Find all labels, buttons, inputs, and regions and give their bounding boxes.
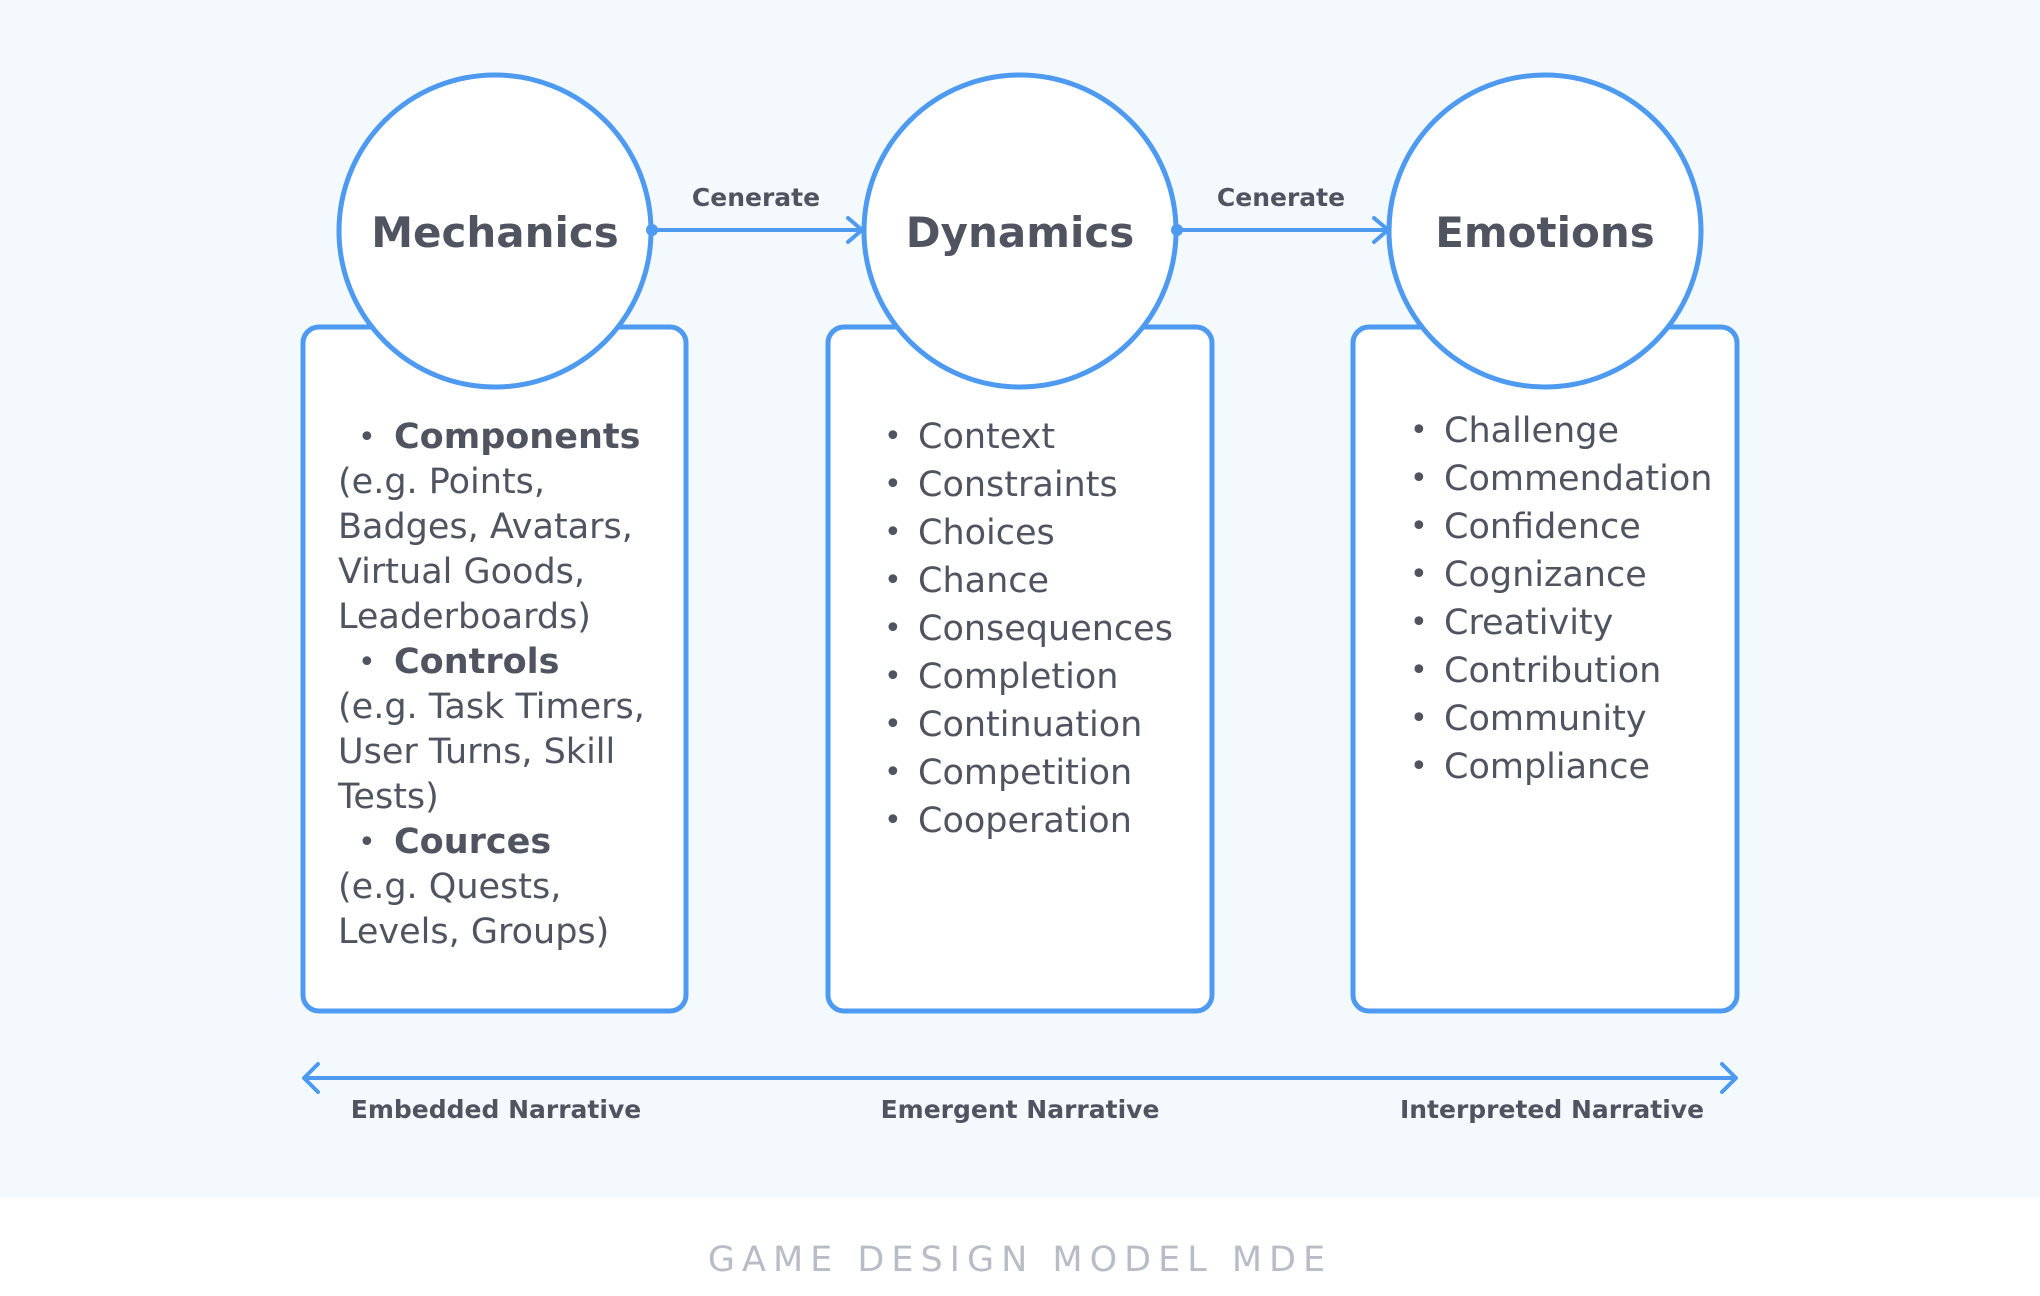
narrative-label-embedded: Embedded Narrative [350, 1095, 642, 1124]
list-item: Cognizance [1410, 551, 1712, 599]
list-item: Constraints [884, 461, 1173, 509]
mechanics-card-content: Components (e.g. Points, Badges, Avatars… [338, 415, 668, 955]
mechanics-group-description: (e.g. Points, Badges, Avatars, Virtual G… [338, 462, 633, 637]
list-item: Contribution [1410, 647, 1712, 695]
edge-arrow-mechanics-dynamics [646, 216, 864, 244]
emotions-card-content: Challenge Commendation Confidence Cogniz… [1410, 407, 1712, 791]
mechanics-group-heading: Components [338, 415, 668, 460]
list-item: Consequences [884, 605, 1173, 653]
list-item: Competition [884, 749, 1173, 797]
list-item: Challenge [1410, 407, 1712, 455]
list-item: Completion [884, 653, 1173, 701]
mechanics-group-heading: Controls [338, 640, 668, 685]
dynamics-card-content: Context Constraints Choices Chance Conse… [884, 413, 1173, 845]
emotions-list: Challenge Commendation Confidence Cogniz… [1410, 407, 1712, 791]
dynamics-list: Context Constraints Choices Chance Conse… [884, 413, 1173, 845]
list-item: Cooperation [884, 797, 1173, 845]
footer-caption: GAME DESIGN MODEL MDE [707, 1240, 1333, 1280]
narrative-label-emergent: Emergent Narrative [880, 1095, 1160, 1124]
narrative-label-interpreted: Interpreted Narrative [1399, 1095, 1705, 1124]
mechanics-group-description: (e.g. Quests, Levels, Groups) [338, 867, 610, 952]
list-item: Commendation [1410, 455, 1712, 503]
list-item: Confidence [1410, 503, 1712, 551]
list-item: Creativity [1410, 599, 1712, 647]
narrative-scale-arrow [302, 1062, 1738, 1094]
emotions-title: Emotions [1435, 208, 1655, 257]
mechanics-title: Mechanics [371, 208, 619, 257]
mechanics-group-heading: Cources [338, 820, 668, 865]
list-item: Compliance [1410, 743, 1712, 791]
dynamics-title: Dynamics [905, 208, 1135, 257]
edge-label-mechanics-dynamics: Cenerate [691, 183, 821, 212]
list-item: Context [884, 413, 1173, 461]
mechanics-group-description: (e.g. Task Timers, User Turns, Skill Tes… [338, 687, 645, 817]
list-item: Continuation [884, 701, 1173, 749]
list-item: Community [1410, 695, 1712, 743]
list-item: Choices [884, 509, 1173, 557]
mechanics-group-controls: Controls (e.g. Task Timers, User Turns, … [338, 640, 668, 820]
mechanics-group-components: Components (e.g. Points, Badges, Avatars… [338, 415, 668, 640]
edge-arrow-dynamics-emotions [1171, 216, 1390, 244]
edge-label-dynamics-emotions: Cenerate [1216, 183, 1346, 212]
list-item: Chance [884, 557, 1173, 605]
mechanics-group-cources: Cources (e.g. Quests, Levels, Groups) [338, 820, 668, 955]
